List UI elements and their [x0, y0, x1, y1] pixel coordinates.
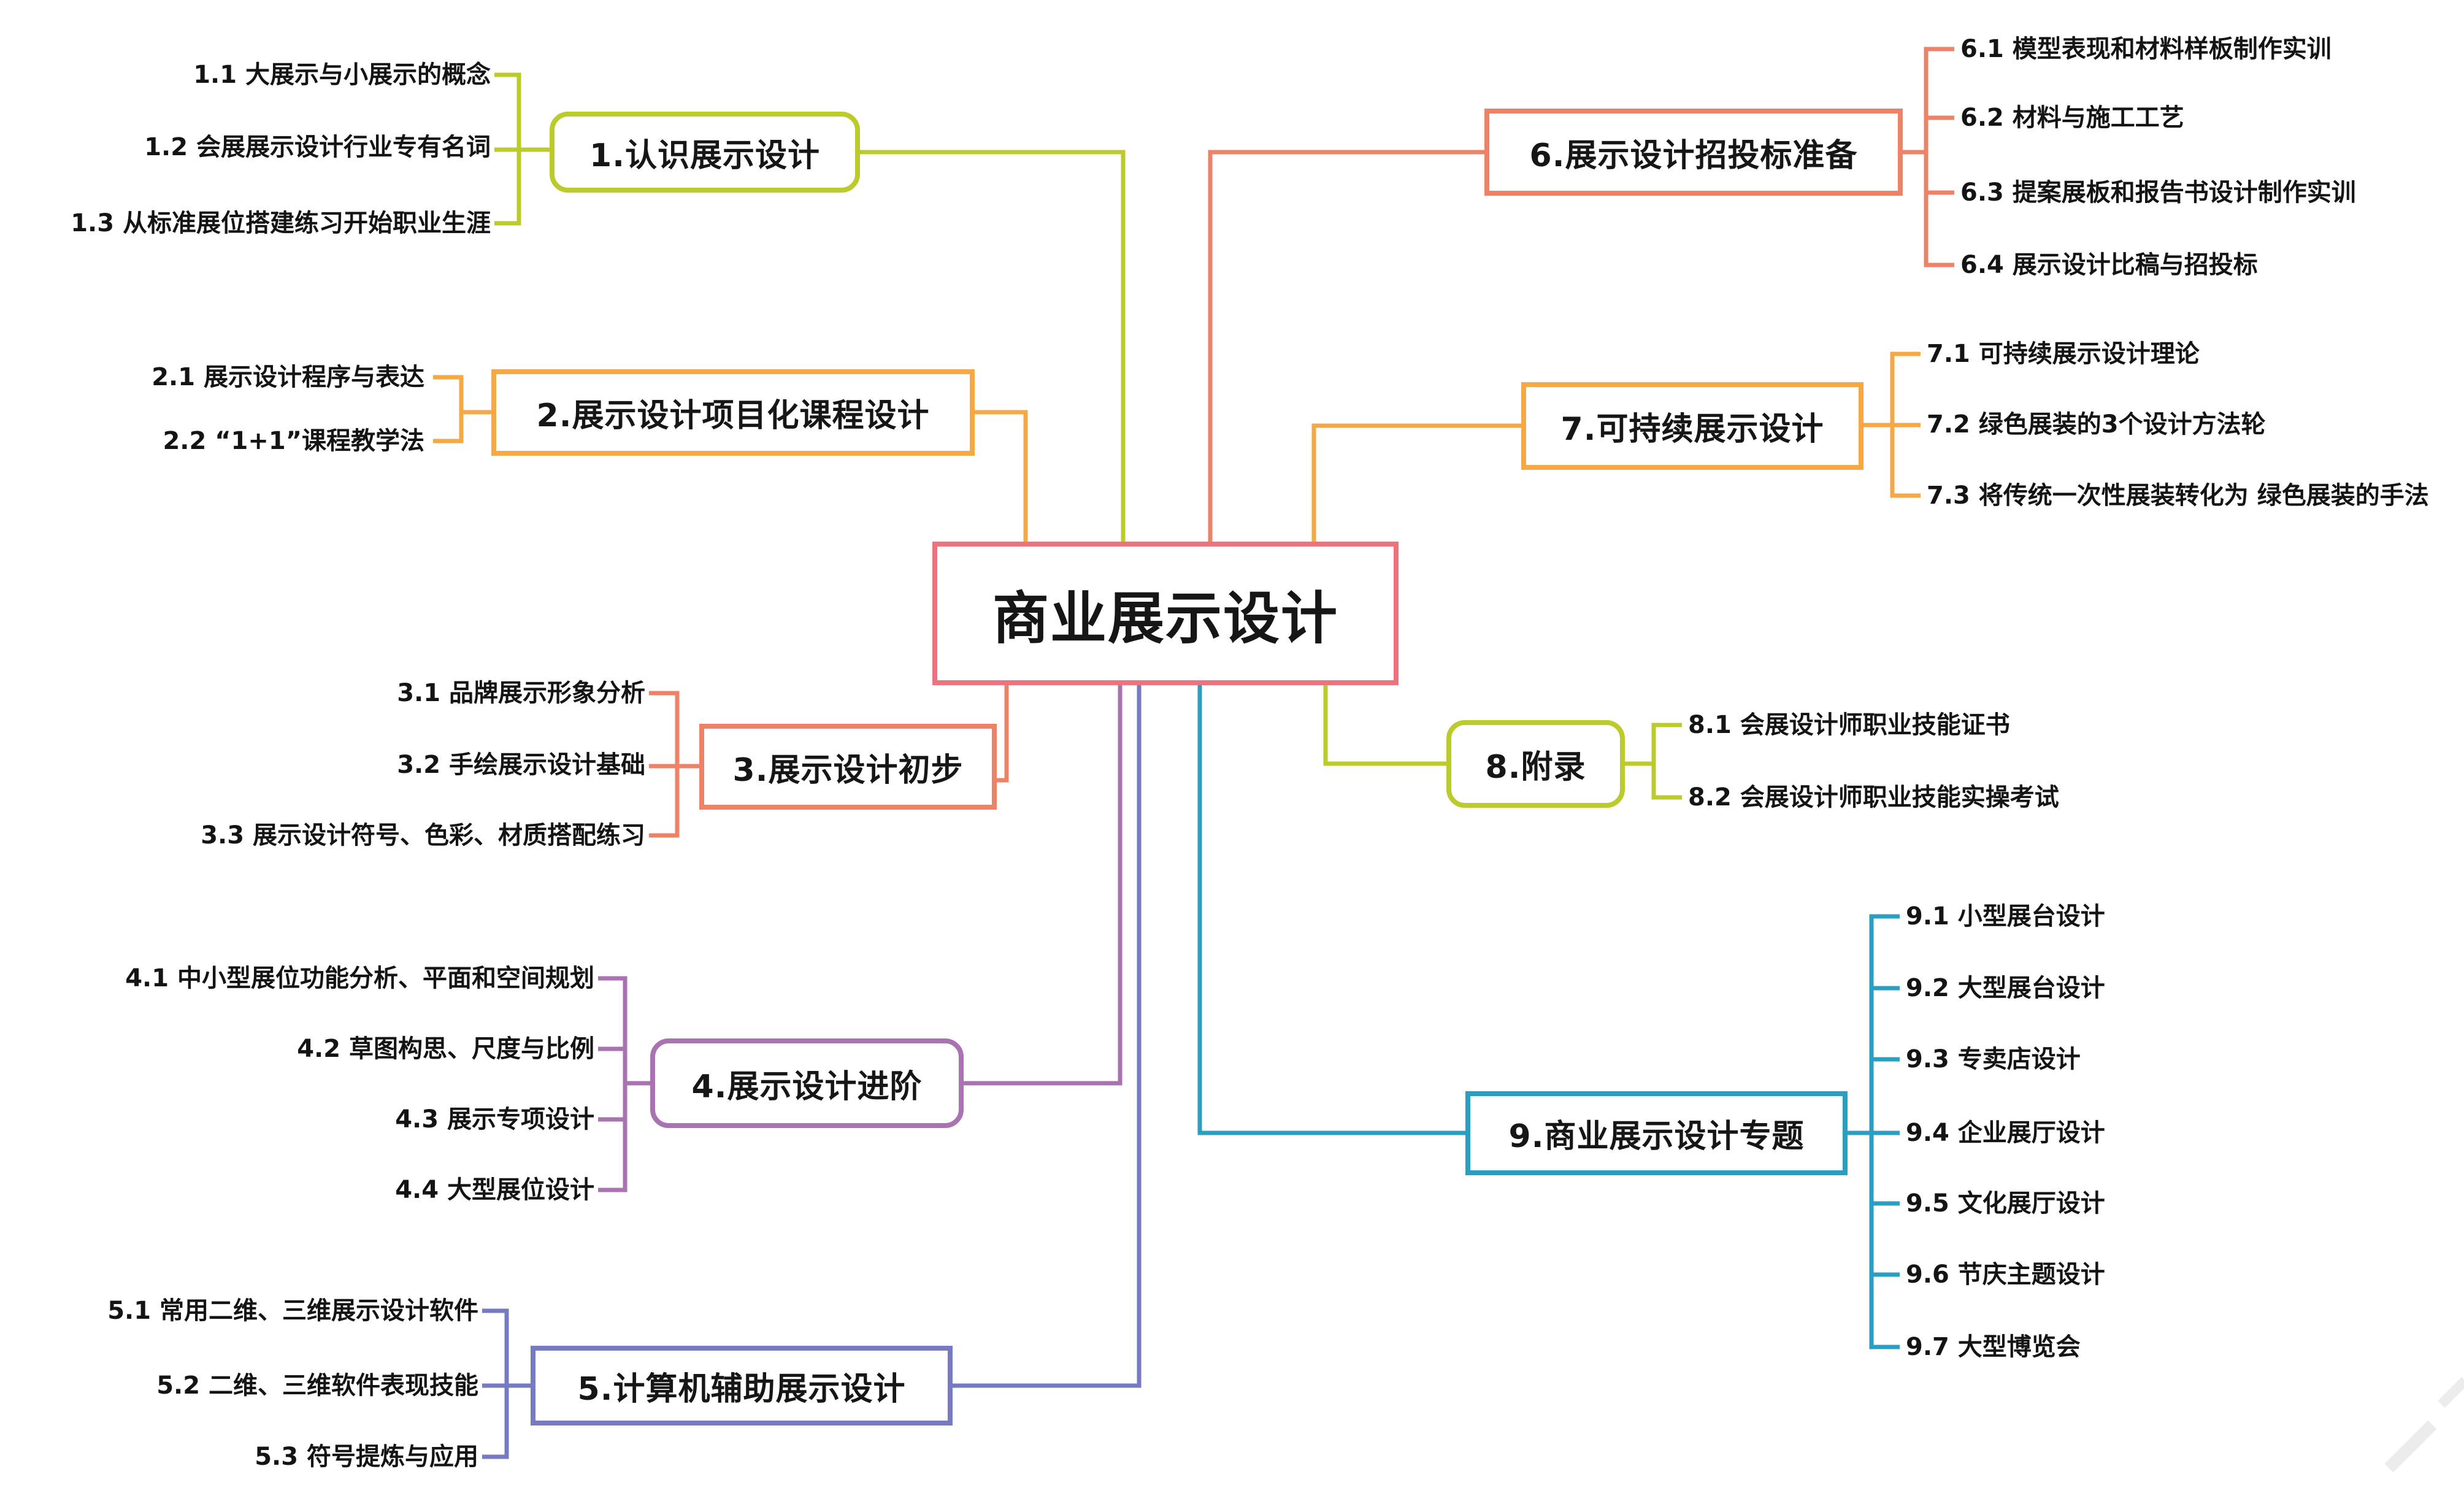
subtopic-9-2[interactable]: 9.2 大型展台设计 — [1906, 974, 2105, 1002]
topic-node-5[interactable]: 5.计算机辅助展示设计 — [531, 1346, 953, 1426]
subtopic-1-2[interactable]: 1.2 会展展示设计行业专有名词 — [144, 133, 491, 161]
subtopic-9-1[interactable]: 9.1 小型展台设计 — [1906, 902, 2105, 931]
connector-branch-5 — [482, 685, 1142, 1459]
subtopic-3-2[interactable]: 3.2 手绘展示设计基础 — [397, 751, 645, 779]
central-topic[interactable]: 商业展示设计 — [932, 542, 1399, 685]
subtopic-9-5[interactable]: 9.5 文化展厅设计 — [1906, 1189, 2105, 1218]
subtopic-7-3[interactable]: 7.3 将传统一次性展装转化为 绿色展装的手法 — [1927, 482, 2429, 510]
connector-branch-9 — [1197, 685, 1900, 1349]
topic-node-3[interactable]: 3.展示设计初步 — [699, 724, 997, 810]
subtopic-9-7[interactable]: 9.7 大型博览会 — [1906, 1333, 2081, 1361]
subtopic-4-4[interactable]: 4.4 大型展位设计 — [395, 1176, 594, 1204]
subtopic-4-3[interactable]: 4.3 展示专项设计 — [395, 1105, 594, 1134]
subtopic-2-1[interactable]: 2.1 展示设计程序与表达 — [152, 363, 424, 391]
subtopic-6-1[interactable]: 6.1 模型表现和材料样板制作实训 — [1960, 35, 2332, 63]
connector-branch-4 — [598, 685, 1123, 1192]
subtopic-6-2[interactable]: 6.2 材料与施工工艺 — [1960, 104, 2184, 132]
topic-node-8[interactable]: 8.附录 — [1446, 720, 1625, 808]
subtopic-1-3[interactable]: 1.3 从标准展位搭建练习开始职业生涯 — [71, 209, 491, 237]
connector-branch-8 — [1323, 685, 1682, 800]
subtopic-7-1[interactable]: 7.1 可持续展示设计理论 — [1927, 340, 2200, 368]
topic-node-1[interactable]: 1.认识展示设计 — [550, 112, 860, 193]
subtopic-5-1[interactable]: 5.1 常用二维、三维展示设计软件 — [107, 1297, 478, 1325]
subtopic-5-3[interactable]: 5.3 符号提炼与应用 — [255, 1443, 478, 1471]
connector-branch-7 — [1311, 351, 1921, 542]
subtopic-2-2[interactable]: 2.2 “1+1”课程教学法 — [163, 427, 424, 455]
topic-node-4[interactable]: 4.展示设计进阶 — [650, 1038, 964, 1128]
connector-branch-6 — [1208, 47, 1954, 542]
topic-node-9[interactable]: 9.商业展示设计专题 — [1465, 1091, 1848, 1175]
topic-node-2[interactable]: 2.展示设计项目化课程设计 — [491, 369, 975, 456]
subtopic-9-3[interactable]: 9.3 专卖店设计 — [1906, 1045, 2081, 1073]
subtopic-4-1[interactable]: 4.1 中小型展位功能分析、平面和空间规划 — [125, 964, 594, 992]
subtopic-1-1[interactable]: 1.1 大展示与小展示的概念 — [193, 61, 491, 89]
subtopic-9-4[interactable]: 9.4 企业展厅设计 — [1906, 1119, 2105, 1147]
connector-branch-1 — [494, 72, 1126, 542]
topic-node-6[interactable]: 6.展示设计招投标准备 — [1484, 109, 1903, 196]
subtopic-7-2[interactable]: 7.2 绿色展装的3个设计方法轮 — [1927, 410, 2266, 439]
subtopic-5-2[interactable]: 5.2 二维、三维软件表现技能 — [156, 1372, 478, 1400]
subtopic-6-3[interactable]: 6.3 提案展板和报告书设计制作实训 — [1960, 178, 2356, 207]
subtopic-4-2[interactable]: 4.2 草图构思、尺度与比例 — [297, 1035, 594, 1063]
subtopic-8-2[interactable]: 8.2 会展设计师职业技能实操考试 — [1688, 783, 2059, 812]
subtopic-3-1[interactable]: 3.1 品牌展示形象分析 — [397, 679, 645, 707]
connector-branch-3 — [649, 685, 1009, 838]
topic-node-7[interactable]: 7.可持续展示设计 — [1521, 382, 1863, 470]
connector-branch-2 — [433, 375, 1028, 542]
subtopic-3-3[interactable]: 3.3 展示设计符号、色彩、材质搭配练习 — [201, 821, 645, 850]
subtopic-9-6[interactable]: 9.6 节庆主题设计 — [1906, 1261, 2105, 1289]
subtopic-6-4[interactable]: 6.4 展示设计比稿与招投标 — [1960, 251, 2258, 279]
subtopic-8-1[interactable]: 8.1 会展设计师职业技能证书 — [1688, 711, 2010, 739]
